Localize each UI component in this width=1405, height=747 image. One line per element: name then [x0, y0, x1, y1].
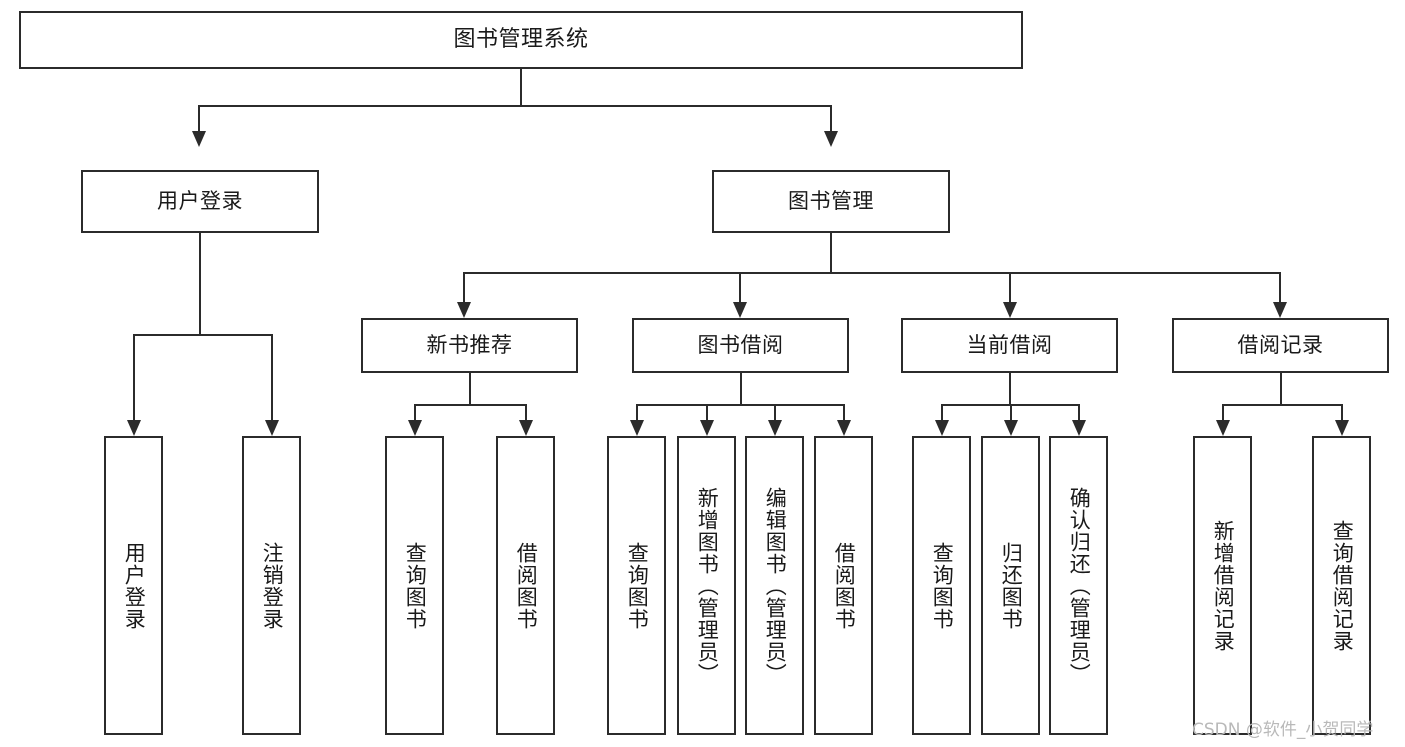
node-label: 当前借阅 [966, 333, 1053, 358]
node-label: 新增借阅记录 [1211, 519, 1236, 652]
node-label: 借阅记录 [1237, 333, 1324, 358]
node-user-login[interactable]: 用户登录 [81, 170, 319, 233]
node-label: 新增图书（管理员） [695, 486, 720, 685]
arrowhead-leaf-user-login [127, 420, 141, 436]
connector-user-login-to-leaf-1 [133, 334, 135, 422]
connector-nbr-to-leaf-2 [525, 404, 527, 422]
node-label: 借阅图书 [832, 541, 857, 630]
node-label: 查询借阅记录 [1330, 519, 1355, 652]
arrowhead-leaf-confirm-return [1072, 420, 1086, 436]
node-book-borrow[interactable]: 图书借阅 [632, 318, 849, 373]
node-label: 确认归还（管理员） [1067, 486, 1092, 685]
node-leaf-edit-book[interactable]: 编辑图书（管理员） [745, 436, 804, 735]
node-current-borrow[interactable]: 当前借阅 [901, 318, 1118, 373]
arrowhead-leaf-edit-book [768, 420, 782, 436]
node-leaf-user-login[interactable]: 用户登录 [104, 436, 163, 735]
arrowhead-user-login [192, 131, 206, 147]
connector-root-stem [520, 69, 522, 106]
node-label: 图书管理系统 [453, 27, 589, 53]
connector-borrow-record-bar [1222, 404, 1342, 406]
connector-br-to-leaf-2 [1341, 404, 1343, 422]
node-label: 归还图书 [999, 541, 1024, 630]
arrowhead-leaf-query-book-2 [630, 420, 644, 436]
arrowhead-leaf-borrow-book-2 [837, 420, 851, 436]
connector-bm-to-book-borrow [739, 272, 741, 304]
node-leaf-query-book-2[interactable]: 查询图书 [607, 436, 666, 735]
arrowhead-leaf-user-logout [265, 420, 279, 436]
arrowhead-borrow-record [1273, 302, 1287, 318]
connector-bb-to-leaf-2 [706, 404, 708, 422]
arrowhead-leaf-query-book-1 [408, 420, 422, 436]
arrowhead-leaf-query-record [1335, 420, 1349, 436]
connector-bb-to-leaf-1 [636, 404, 638, 422]
node-label: 查询图书 [403, 541, 428, 630]
connector-user-login-bar [133, 334, 273, 336]
arrowhead-book-borrow [733, 302, 747, 318]
node-label: 用户登录 [122, 541, 147, 630]
connector-bm-to-borrow-record [1279, 272, 1281, 304]
node-leaf-query-record[interactable]: 查询借阅记录 [1312, 436, 1371, 735]
connector-cb-to-leaf-2 [1010, 404, 1012, 422]
arrowhead-new-book-rec [457, 302, 471, 318]
connector-cb-to-leaf-1 [941, 404, 943, 422]
node-label: 注销登录 [260, 541, 285, 630]
connector-borrow-record-stem [1280, 373, 1282, 406]
arrowhead-leaf-return-book [1004, 420, 1018, 436]
node-root-system[interactable]: 图书管理系统 [19, 11, 1023, 69]
connector-book-borrow-bar [636, 404, 844, 406]
connector-nbr-to-leaf-1 [414, 404, 416, 422]
node-label: 图书管理 [788, 189, 874, 214]
connector-current-borrow-stem [1009, 373, 1011, 406]
node-label: 借阅图书 [514, 541, 539, 630]
node-leaf-add-book[interactable]: 新增图书（管理员） [677, 436, 736, 735]
node-leaf-borrow-book-1[interactable]: 借阅图书 [496, 436, 555, 735]
node-leaf-add-record[interactable]: 新增借阅记录 [1193, 436, 1252, 735]
connector-new-book-rec-bar [414, 404, 527, 406]
connector-bb-to-leaf-4 [843, 404, 845, 422]
connector-book-manage-bar [463, 272, 1281, 274]
arrowhead-leaf-add-record [1216, 420, 1230, 436]
node-book-manage[interactable]: 图书管理 [712, 170, 950, 233]
connector-user-login-to-leaf-2 [271, 334, 273, 422]
watermark-text: CSDN @软件_小贺同学 [1192, 720, 1374, 740]
node-label: 用户登录 [157, 189, 243, 214]
node-borrow-record[interactable]: 借阅记录 [1172, 318, 1389, 373]
node-leaf-return-book[interactable]: 归还图书 [981, 436, 1040, 735]
connector-cb-to-leaf-3 [1078, 404, 1080, 422]
connector-book-borrow-stem [740, 373, 742, 406]
node-label: 编辑图书（管理员） [763, 486, 788, 685]
connector-new-book-rec-stem [469, 373, 471, 406]
connector-br-to-leaf-1 [1222, 404, 1224, 422]
node-label: 图书借阅 [697, 333, 784, 358]
connector-user-login-stem [199, 233, 201, 335]
node-leaf-user-logout[interactable]: 注销登录 [242, 436, 301, 735]
node-leaf-borrow-book-2[interactable]: 借阅图书 [814, 436, 873, 735]
connector-root-bar [198, 105, 832, 107]
arrowhead-current-borrow [1003, 302, 1017, 318]
connector-bm-to-new-book-rec [463, 272, 465, 304]
arrowhead-leaf-borrow-book-1 [519, 420, 533, 436]
arrowhead-book-manage [824, 131, 838, 147]
node-label: 查询图书 [625, 541, 650, 630]
connector-book-manage-stem [830, 233, 832, 274]
arrowhead-leaf-query-book-3 [935, 420, 949, 436]
node-label: 新书推荐 [426, 333, 513, 358]
arrowhead-leaf-add-book [700, 420, 714, 436]
node-label: 查询图书 [930, 541, 955, 630]
node-leaf-query-book-1[interactable]: 查询图书 [385, 436, 444, 735]
connector-bm-to-current-borrow [1009, 272, 1011, 304]
node-new-book-rec[interactable]: 新书推荐 [361, 318, 578, 373]
node-leaf-query-book-3[interactable]: 查询图书 [912, 436, 971, 735]
node-leaf-confirm-return[interactable]: 确认归还（管理员） [1049, 436, 1108, 735]
connector-bb-to-leaf-3 [774, 404, 776, 422]
connector-root-to-user-login [198, 105, 200, 133]
connector-root-to-book-manage [830, 105, 832, 133]
